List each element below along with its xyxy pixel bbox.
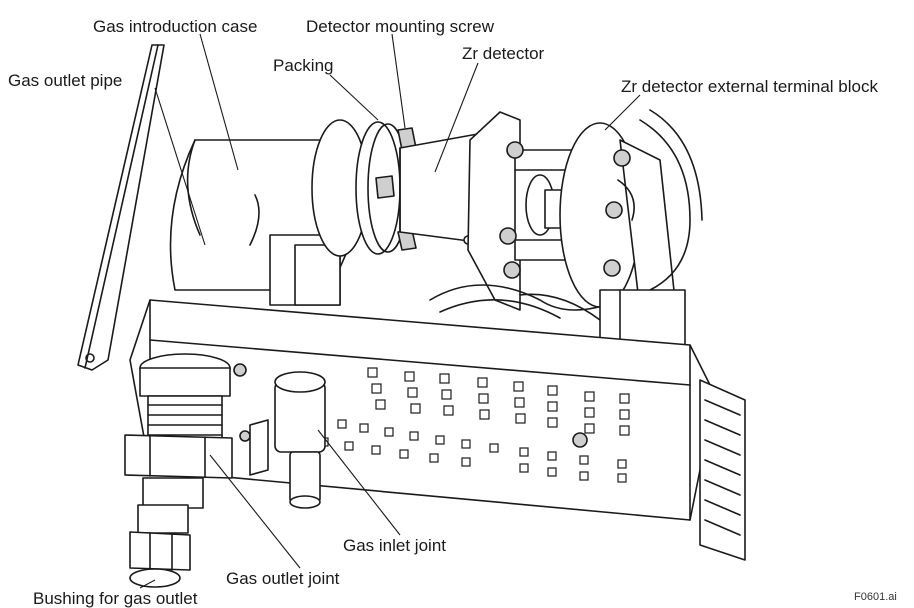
gas-inlet-joint [249,371,326,509]
label-gas-introduction-case: Gas introduction case [93,17,258,36]
chassis-base [129,299,716,521]
label-zr-detector-terminal-block: Zr detector external terminal block [621,77,878,96]
vent-slots [233,363,630,483]
leader-lines [139,33,641,589]
label-detector-mounting-screw: Detector mounting screw [306,17,495,36]
label-zr-detector: Zr detector [462,44,545,63]
label-gas-outlet-joint: Gas outlet joint [226,569,340,588]
gas-outlet-pipe-plate [77,44,165,371]
gas-outlet-joint [124,353,233,534]
label-packing: Packing [273,56,334,75]
label-gas-outlet-pipe: Gas outlet pipe [8,71,123,90]
heat-sink [699,379,746,561]
bushing [129,531,191,588]
terminal-block [559,109,703,311]
label-bushing-gas-outlet: Bushing for gas outlet [33,589,198,608]
label-gas-inlet-joint: Gas inlet joint [343,536,446,555]
figure-id: F0601.ai [854,591,897,603]
